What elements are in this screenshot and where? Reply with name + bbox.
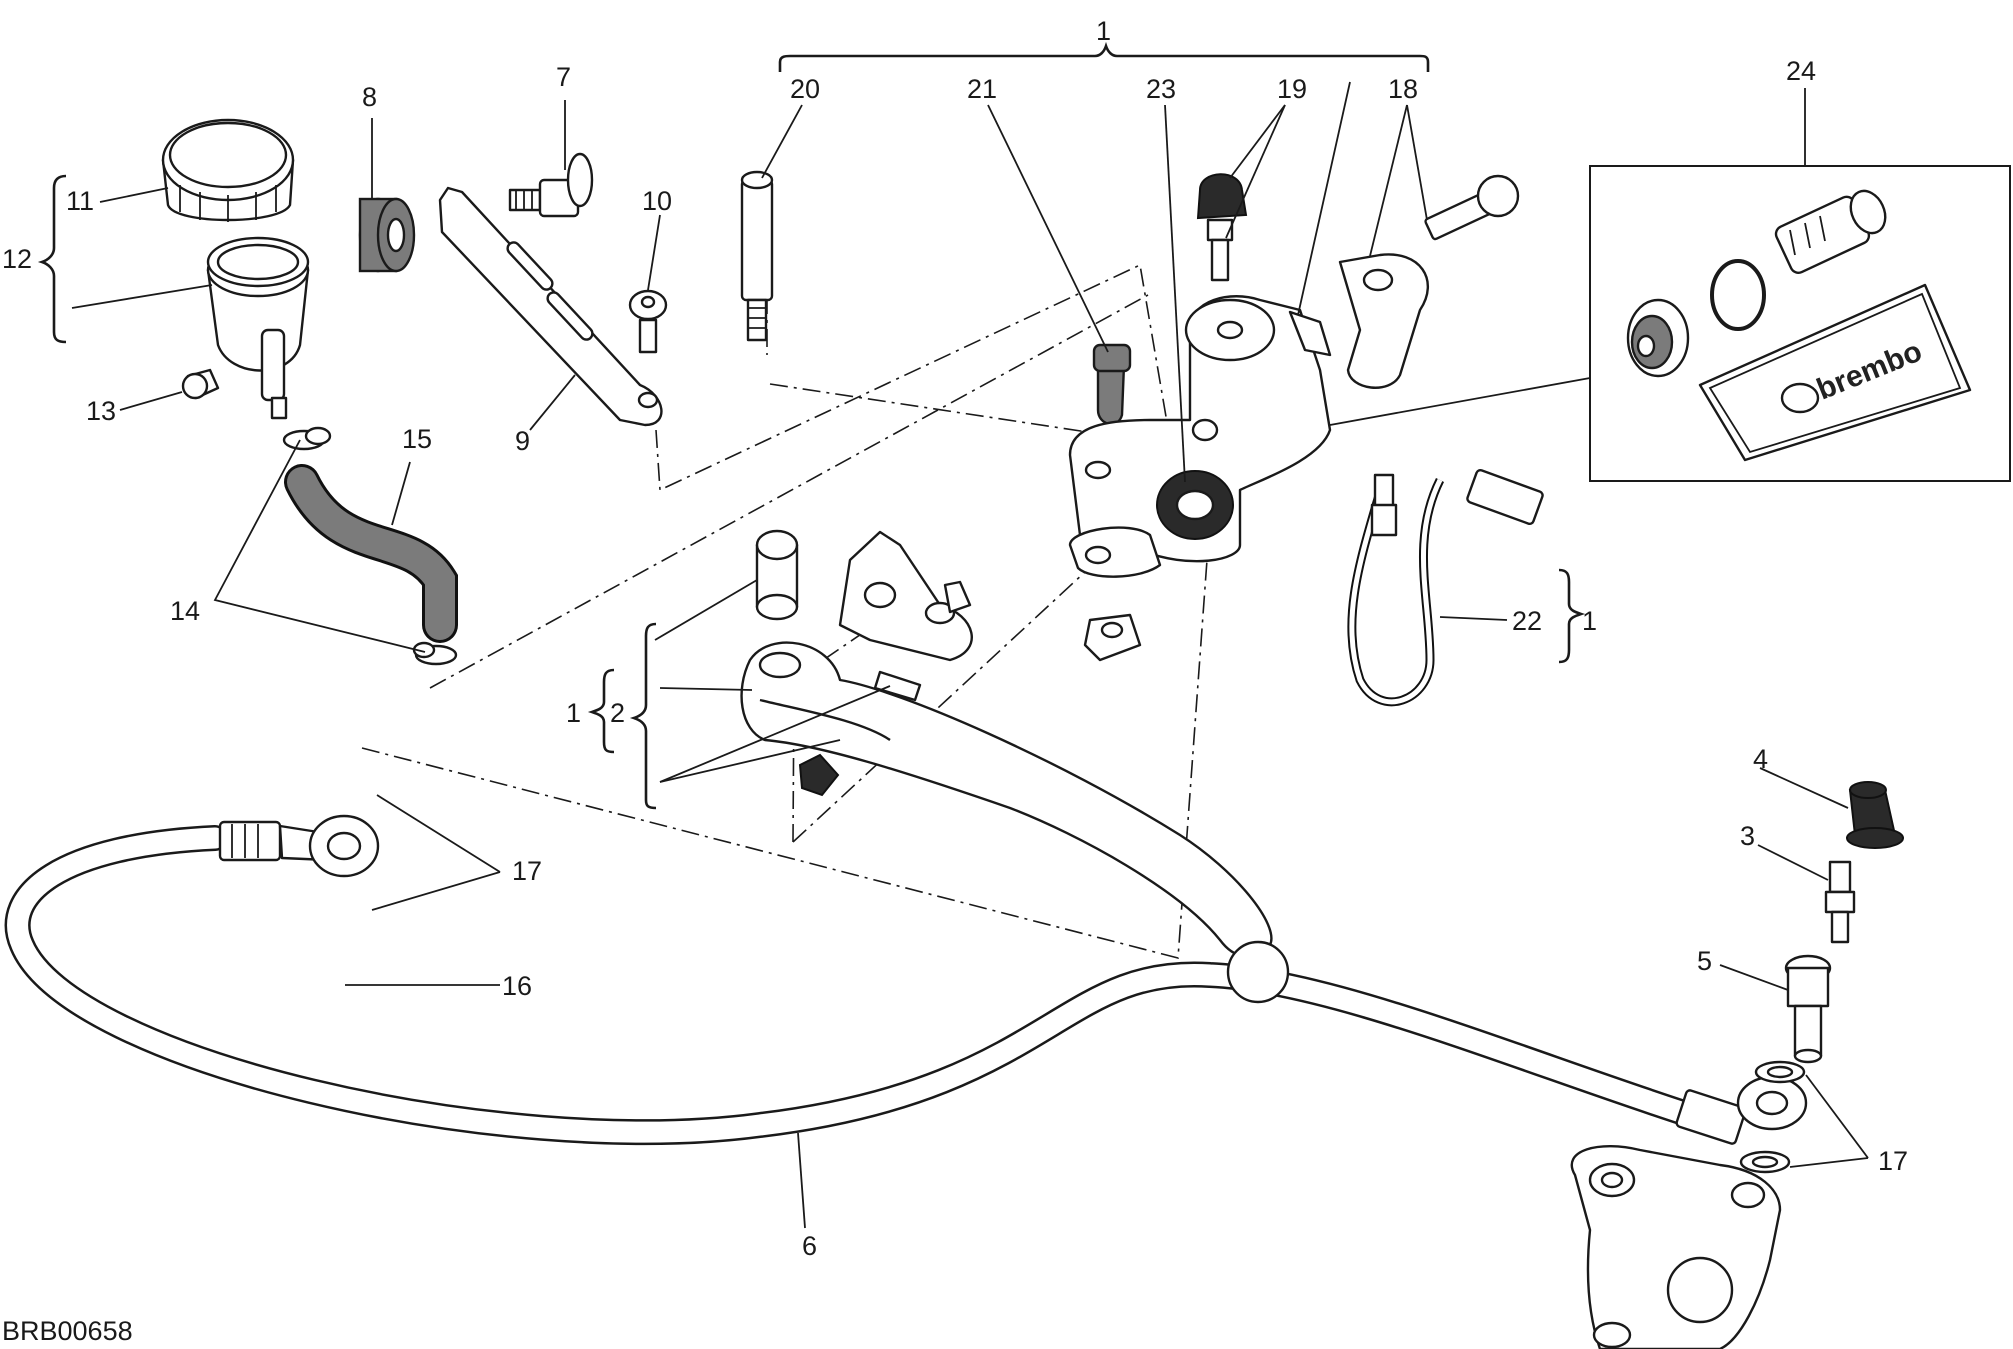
callout-20: 20	[790, 74, 820, 104]
kit-piston	[1774, 189, 1887, 274]
bleed-valve[interactable]	[1824, 860, 1856, 944]
rubber-grommet[interactable]	[358, 197, 416, 273]
kit-brembo-card: brembo	[1698, 283, 1972, 462]
callout-9: 9	[515, 426, 530, 456]
hose-clamp-upper[interactable]	[282, 426, 332, 451]
bleed-cap-lower[interactable]	[1846, 781, 1904, 849]
lever-adjuster[interactable]	[838, 530, 973, 702]
callout-24: 24	[1786, 56, 1816, 86]
callout-4: 4	[1753, 744, 1768, 774]
hose-clamp-lower[interactable]	[412, 641, 458, 666]
clutch-lever[interactable]	[740, 641, 1290, 1004]
callout-2: 2	[610, 698, 625, 728]
bracket-bolt[interactable]	[508, 152, 594, 218]
bleed-cap[interactable]	[1196, 173, 1248, 282]
callout-7: 7	[556, 62, 571, 92]
pivot-nut[interactable]	[1083, 613, 1142, 662]
callout-12: 12	[2, 244, 32, 274]
clutch-switch[interactable]	[1347, 468, 1544, 707]
crush-washers-lower[interactable]	[1739, 1060, 1806, 1174]
callout-23: 23	[1146, 74, 1176, 104]
short-hose[interactable]	[284, 464, 458, 643]
leader-lines	[71, 81, 1869, 1229]
banjo-bolt-lower[interactable]	[1784, 954, 1832, 1064]
reservoir-screw[interactable]	[181, 368, 220, 400]
callout-18: 18	[1388, 74, 1418, 104]
callout-17-left: 17	[512, 856, 542, 886]
reservoir-cap[interactable]	[161, 118, 295, 222]
lever-bushing[interactable]	[755, 529, 799, 621]
callout-19: 19	[1277, 74, 1307, 104]
reservoir-bracket[interactable]	[438, 186, 663, 427]
callout-5: 5	[1697, 946, 1712, 976]
assembly-lines	[244, 230, 1209, 960]
callout-16: 16	[502, 971, 532, 1001]
clutch-hose[interactable]	[4, 814, 1808, 1146]
kit-seal	[1626, 298, 1690, 378]
callout-1-top: 1	[1096, 16, 1111, 46]
callout-1-lever: 1	[566, 698, 581, 728]
slave-cylinder[interactable]	[1570, 1144, 1782, 1349]
callout-10: 10	[642, 186, 672, 216]
callout-11: 11	[66, 186, 94, 216]
callout-17-right: 17	[1878, 1146, 1908, 1176]
clamp-bolt[interactable]	[1424, 174, 1520, 241]
callout-14: 14	[170, 596, 200, 626]
handlebar-clamp[interactable]	[1338, 253, 1430, 389]
callout-1-switch: 1	[1582, 606, 1597, 636]
callout-21: 21	[967, 74, 997, 104]
kit-circlip	[1710, 259, 1766, 331]
callout-22: 22	[1512, 606, 1542, 636]
hose-fitting[interactable]	[1092, 343, 1132, 426]
diagram-code: BRB00658	[2, 1316, 133, 1346]
callout-15: 15	[402, 424, 432, 454]
callout-6: 6	[802, 1231, 817, 1261]
callout-3: 3	[1740, 821, 1755, 851]
callout-8: 8	[362, 82, 377, 112]
reservoir-body[interactable]	[206, 236, 310, 420]
callout-13: 13	[86, 396, 116, 426]
callout-labels: 1 20 21 23 19 18 24 8 7 10 11 12 13 9 15…	[2, 16, 1908, 1261]
seal-kit-box[interactable]: brembo	[1329, 165, 2011, 482]
braces	[37, 41, 1586, 810]
master-cylinder-body[interactable]	[1068, 295, 1332, 578]
pivot-pin[interactable]	[740, 170, 774, 342]
bracket-screw[interactable]	[628, 289, 668, 354]
